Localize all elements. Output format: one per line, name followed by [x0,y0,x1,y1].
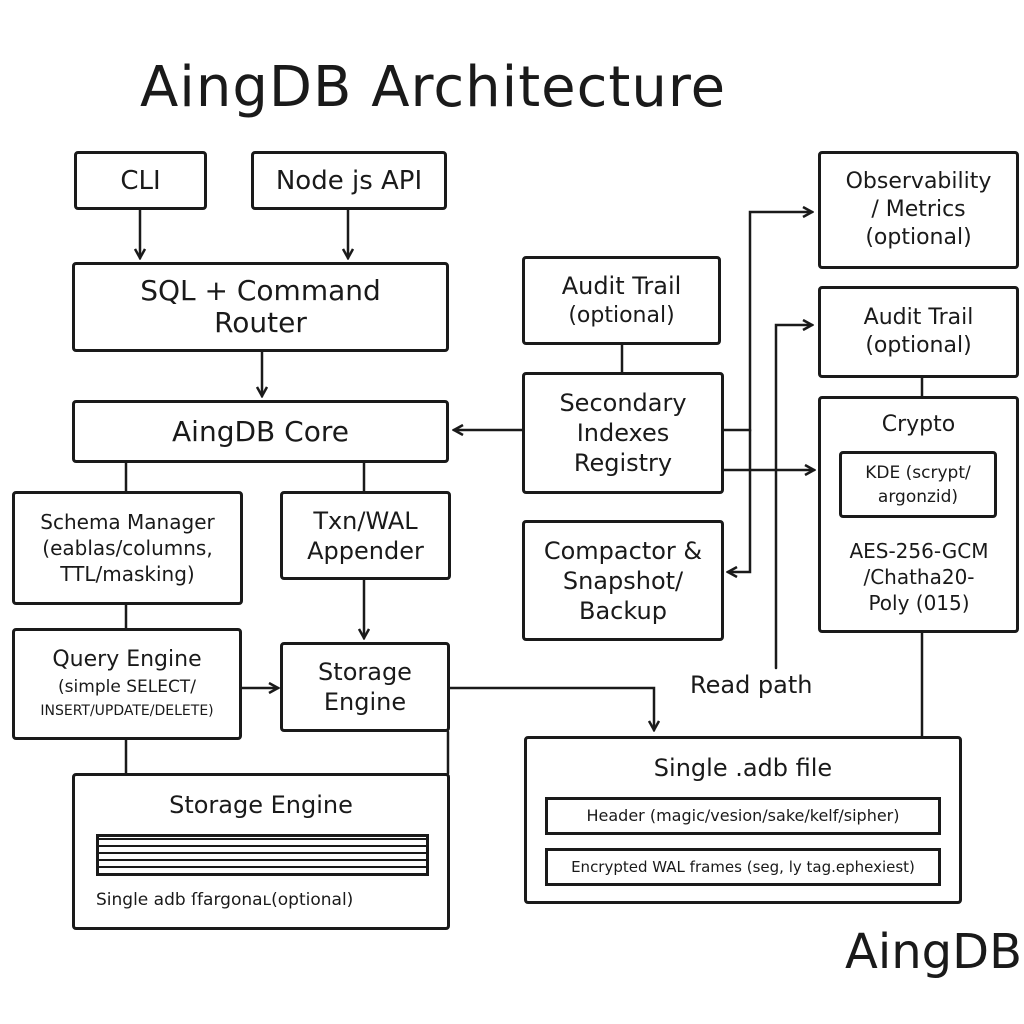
node-schema-manager-line: TTL/masking) [60,562,195,586]
node-secondary-indexes-line: Indexes [576,419,670,447]
node-schema-manager-line: (eablas/columns, [42,536,213,560]
node-router-line: SQL + Command [140,274,381,307]
crypto-aes-line: Poly (015) [868,591,970,615]
node-storage-engine-line: Storage [318,658,412,686]
node-query-engine-line: Query Engine [52,647,202,672]
node-router: SQL + Command Router [72,262,449,352]
node-compactor-line: Backup [579,596,667,625]
node-storage-engine-line: Engine [323,688,407,716]
crypto-aes-line: AES-256-GCM [849,539,989,563]
storage-block-title: Storage Engine [169,791,353,819]
arrow-to-observability [722,212,812,432]
node-query-engine-line: INSERT/UPDATE/DELETE) [40,703,214,719]
node-audit-trail-right-line: (optional) [865,333,972,358]
node-cli-label: CLI [120,165,161,196]
node-audit-trail-right-line: Audit Trail [863,305,974,330]
node-secondary-indexes: Secondary Indexes Registry [522,372,724,494]
node-query-engine: Query Engine (simple SELECT/ INSERT/UPDA… [12,628,242,740]
node-txn-wal: Txn/WAL Appender [280,491,451,580]
node-audit-trail-mid-line: (optional) [568,302,675,328]
crypto-aes-line: /Chatha20- [863,565,975,589]
diagram-title: AingDB Architecture [140,55,727,120]
adb-file-title: Single .adb file [653,754,833,782]
adb-file-header: Header (magic/vesion/sake/kelf/sipher) [545,797,941,835]
crypto-aes: AES-256-GCM /Chatha20- Poly (015) [826,538,1012,616]
label-read-path: Read path [690,671,813,699]
node-compactor: Compactor & Snapshot/ Backup [522,520,724,641]
node-audit-trail-right: Audit Trail (optional) [818,286,1019,378]
node-router-line: Router [214,306,307,339]
arrow-to-compactor [728,428,752,572]
node-audit-trail-mid-line: Audit Trail [561,271,682,300]
node-node-api-label: Node js API [275,165,423,196]
brand-logo: AingDB [845,924,1022,980]
node-schema-manager-line: Schema Manager [40,510,215,534]
node-secondary-indexes-line: Secondary [559,389,687,417]
node-audit-trail-mid: Audit Trail (optional) [522,256,721,345]
node-core-label: AingDB Core [172,414,349,448]
node-observability-line: Observability [845,169,992,194]
node-storage-engine: Storage Engine [280,642,450,732]
node-query-engine-line: (simple SELECT/ [58,677,196,697]
node-node-api: Node js API [251,151,447,210]
node-kde-line: argonzid) [877,486,959,507]
node-cli: CLI [74,151,207,210]
storage-block-band [96,834,429,876]
arrow-read-path [774,325,812,670]
adb-file-frames: Encrypted WAL frames (seg, ly tag.ephexi… [545,848,941,886]
node-schema-manager: Schema Manager (eablas/columns, TTL/mask… [12,491,243,605]
node-observability: Observability / Metrics (optional) [818,151,1019,269]
node-observability-line: / Metrics [871,197,966,222]
node-kde: KDE (scrypt/ argonzid) [839,451,997,518]
node-core: AingDB Core [72,400,449,463]
node-compactor-line: Snapshot/ [562,566,684,595]
node-compactor-line: Compactor & [543,536,703,565]
node-txn-wal-line: Txn/WAL [313,506,418,535]
node-secondary-indexes-line: Registry [573,449,673,477]
crypto-title: Crypto [881,412,956,437]
storage-block-caption: Single adb ſfargonaʟ(optional) [96,890,354,910]
node-observability-line: (optional) [865,225,972,250]
arrow-storage-to-adb [448,686,654,730]
node-txn-wal-line: Appender [307,536,424,565]
node-kde-line: KDE (scrypt/ [865,462,971,483]
